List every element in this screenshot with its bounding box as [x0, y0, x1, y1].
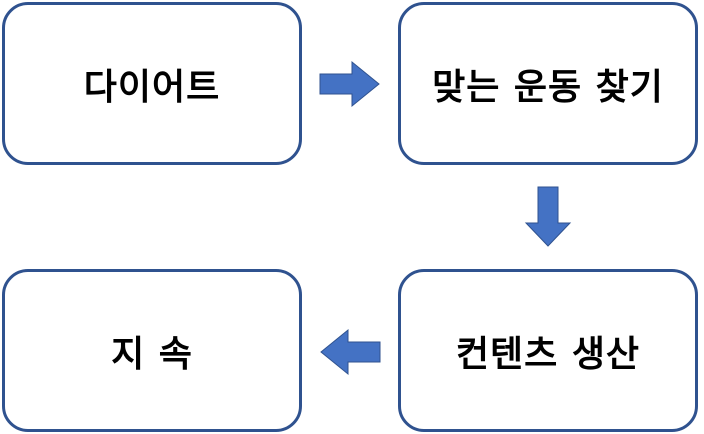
- step-box-find-exercise: 맞는 운동 찾기: [398, 2, 698, 165]
- step-label: 컨텐츠 생산: [455, 333, 641, 375]
- step-label: 다이어트: [83, 66, 221, 108]
- arrow-right-icon: [319, 60, 380, 108]
- step-box-continue: 지 속: [2, 269, 302, 432]
- arrow-down-icon: [524, 186, 572, 247]
- arrow-right-shape: [319, 60, 380, 108]
- arrow-left-shape: [320, 328, 381, 376]
- arrow-down-shape: [524, 186, 572, 247]
- arrow-left-icon: [320, 328, 381, 376]
- step-box-diet: 다이어트: [2, 2, 302, 165]
- step-label: 지 속: [111, 333, 193, 375]
- step-label: 맞는 운동 찾기: [432, 66, 664, 108]
- step-box-produce-content: 컨텐츠 생산: [398, 269, 698, 432]
